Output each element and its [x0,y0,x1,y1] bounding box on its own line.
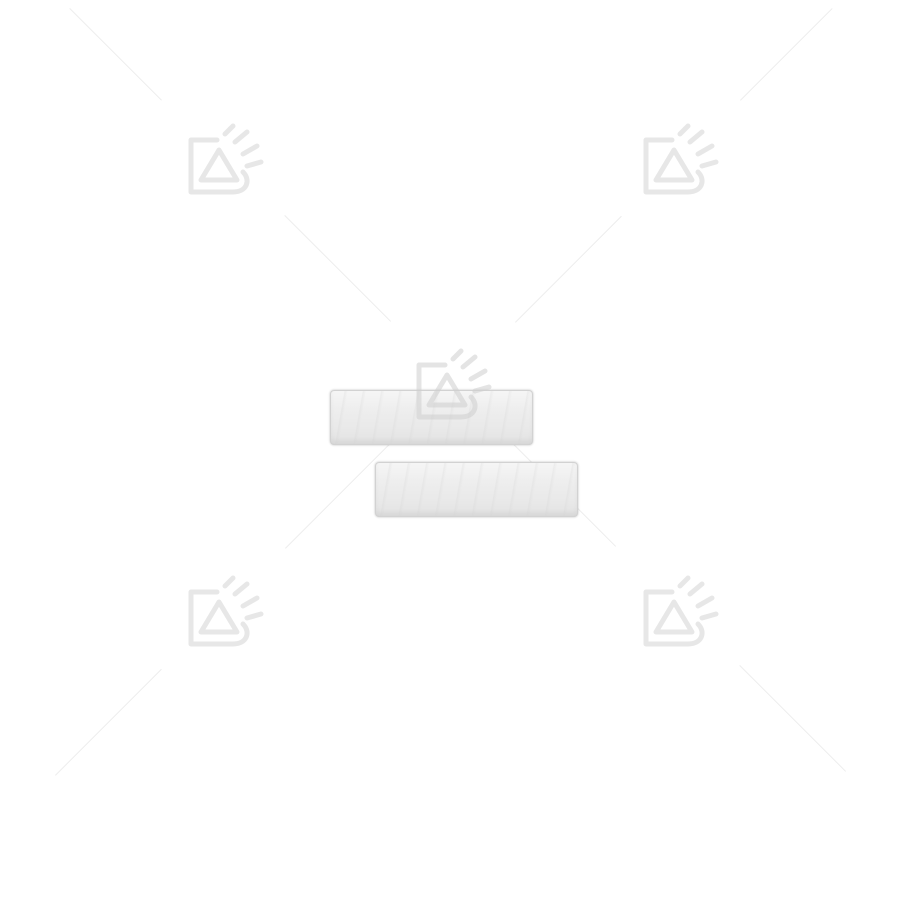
watermark-stroke [739,665,847,772]
watermark-stroke [284,215,392,322]
watermark-stroke [740,8,833,101]
watermark-logo-icon [643,123,719,195]
watermark-stroke [69,8,162,101]
roller-bottom [375,462,578,517]
watermark-stroke [55,668,162,776]
watermark-logo-icon [416,348,492,420]
watermark-stroke [515,215,622,323]
watermark-logo-icon [643,575,719,647]
watermark-logo-icon [188,123,264,195]
watermark-logo-icon [188,575,264,647]
